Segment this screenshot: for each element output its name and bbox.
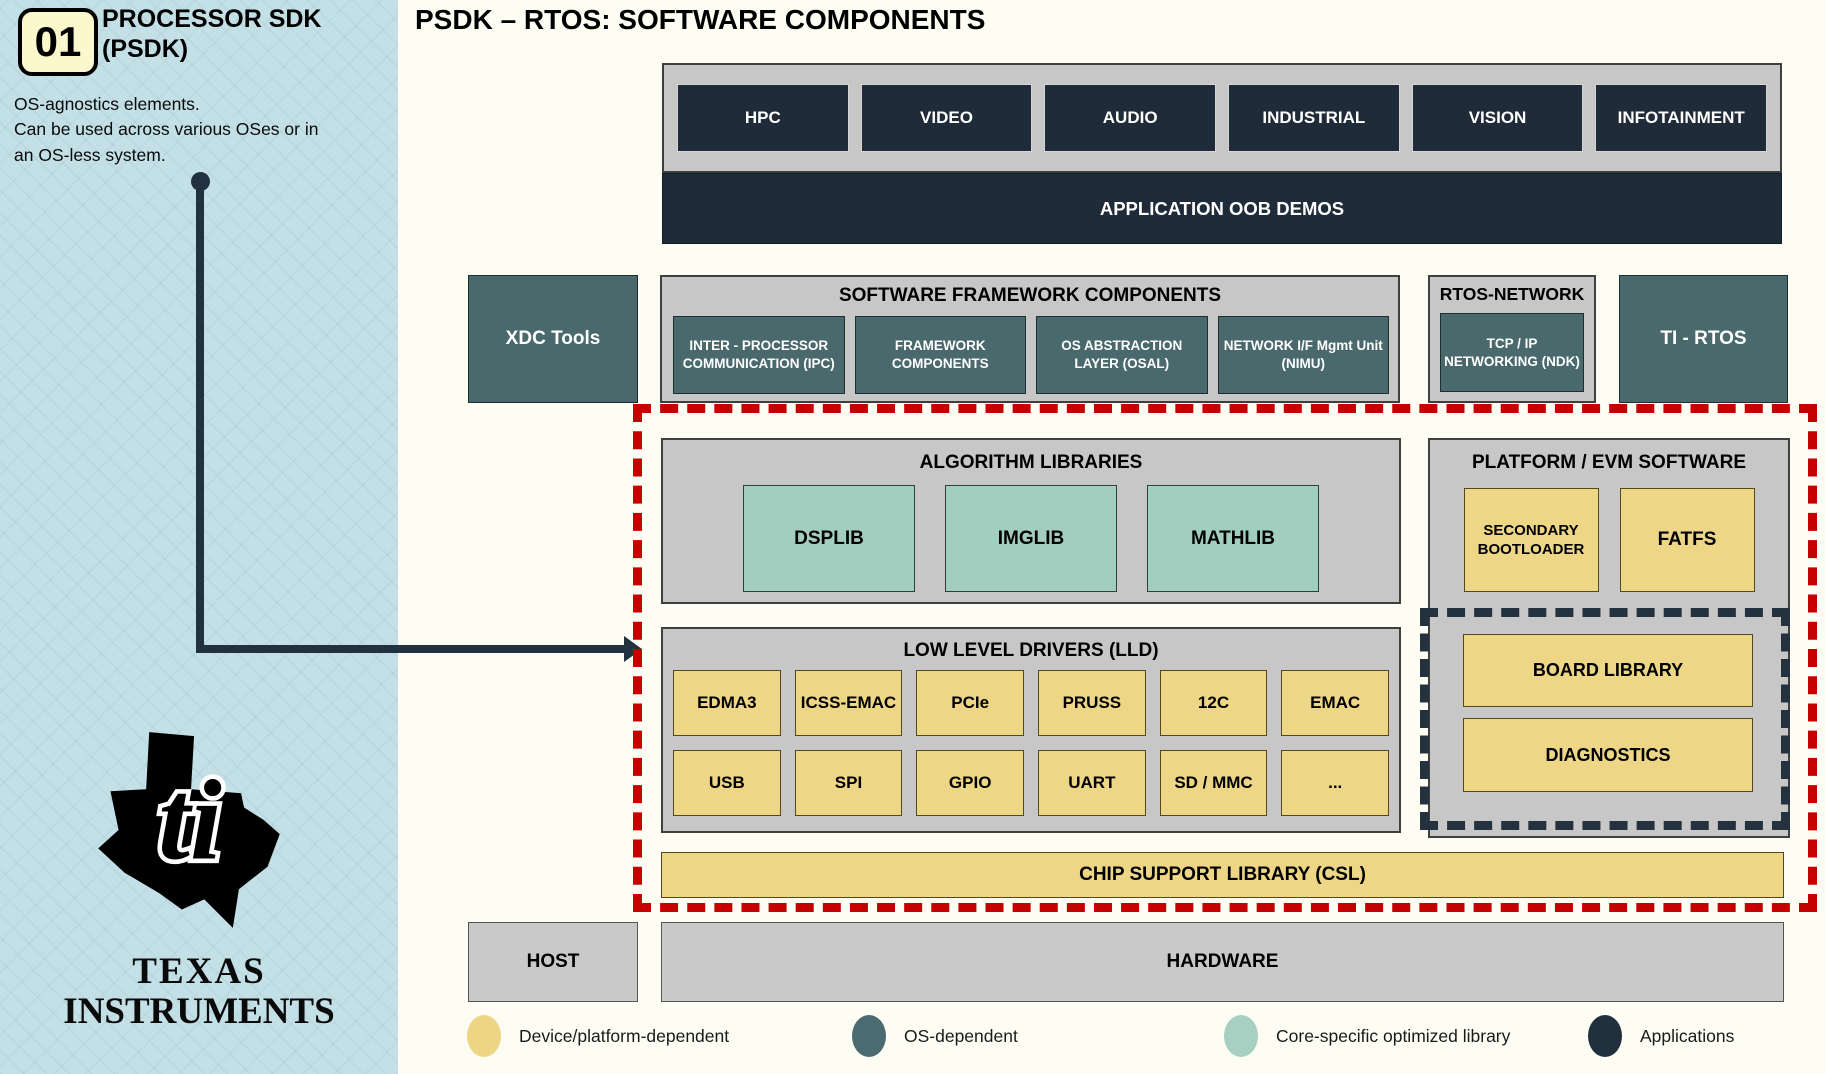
software-framework-title: SOFTWARE FRAMEWORK COMPONENTS xyxy=(838,285,1222,306)
ti-rtos-box: TI - RTOS xyxy=(1619,275,1788,403)
texas-map-shape xyxy=(98,732,280,928)
algorithm-libraries-title: ALGORITHM LIBRARIES xyxy=(919,452,1143,473)
sidebar-description: OS-agnostics elements. Can be used acros… xyxy=(14,92,344,168)
app-box-industrial: INDUSTRIAL xyxy=(1228,84,1400,152)
lld-row-2: USB SPI GPIO UART SD / MMC ... xyxy=(673,750,1390,816)
lld-box-usb: USB xyxy=(673,750,781,816)
lld-box-edma3: EDMA3 xyxy=(673,670,781,736)
rtos-network-title: RTOS-NETWORK xyxy=(1439,284,1585,304)
brand-texas: TEXAS xyxy=(132,951,266,992)
chip-support-library-bar: CHIP SUPPORT LIBRARY (CSL) xyxy=(661,852,1784,898)
legend-swatch-teal xyxy=(852,1015,886,1057)
platform-evm-row: SECONDARY BOOTLOADER FATFS xyxy=(1430,488,1788,592)
ndk-box: TCP / IP NETWORKING (NDK) xyxy=(1440,313,1584,392)
legend-swatch-green xyxy=(1224,1015,1258,1057)
legend-swatch-yellow xyxy=(467,1015,501,1057)
description-line: an OS-less system. xyxy=(14,144,166,165)
board-software-region-outline xyxy=(1420,608,1790,830)
connector-horizontal-line xyxy=(196,645,626,653)
box-diagnostics: DIAGNOSTICS xyxy=(1463,718,1753,792)
legend-item-device-dependent: Device/platform-dependent xyxy=(467,1012,729,1060)
software-framework-container: SOFTWARE FRAMEWORK COMPONENTS INTER - PR… xyxy=(660,275,1400,403)
legend-label: OS-dependent xyxy=(904,1025,1018,1046)
description-line: Can be used across various OSes or in xyxy=(14,119,319,140)
lld-box-icss-emac: ICSS-EMAC xyxy=(794,670,903,736)
lld-box-pcie: PCIe xyxy=(916,670,1025,736)
algorithm-libraries-container: ALGORITHM LIBRARIES DSPLIB IMGLIB MATHLI… xyxy=(661,438,1401,604)
app-box-hpc: HPC xyxy=(677,84,849,152)
legend-label: Device/platform-dependent xyxy=(519,1025,730,1046)
app-box-infotainment: INFOTAINMENT xyxy=(1595,84,1768,152)
app-box-vision: VISION xyxy=(1411,84,1584,152)
xdc-tools-box: XDC Tools xyxy=(468,275,638,403)
lld-box-gpio: GPIO xyxy=(916,750,1025,816)
lib-box-imglib: IMGLIB xyxy=(945,485,1117,592)
lld-box-sd-mmc: SD / MMC xyxy=(1159,750,1268,816)
application-oob-demos-bar: APPLICATION OOB DEMOS xyxy=(662,173,1782,244)
low-level-drivers-container: LOW LEVEL DRIVERS (LLD) EDMA3 ICSS-EMAC … xyxy=(661,627,1401,833)
host-box: HOST xyxy=(468,922,638,1002)
lib-box-mathlib: MATHLIB xyxy=(1147,485,1319,592)
legend-swatch-navy xyxy=(1588,1015,1622,1057)
lld-box-more: ... xyxy=(1281,750,1390,816)
framework-box-components: FRAMEWORK COMPONENTS xyxy=(854,316,1026,394)
lld-box-uart: UART xyxy=(1038,750,1146,816)
legend-label: Core-specific optimized library xyxy=(1276,1025,1511,1046)
brand-wordmark: TEXAS INSTRUMENTS xyxy=(0,952,398,1032)
framework-box-ipc: INTER - PROCESSOR COMMUNICATION (IPC) xyxy=(673,316,845,394)
legend-item-os-dependent: OS-dependent xyxy=(852,1012,1018,1060)
legend-label: Applications xyxy=(1640,1025,1735,1046)
algorithm-libraries-row: DSPLIB IMGLIB MATHLIB xyxy=(663,485,1399,592)
framework-box-osal: OS ABSTRACTION LAYER (OSAL) xyxy=(1036,316,1208,394)
legend-item-applications: Applications xyxy=(1588,1012,1734,1060)
app-box-video: VIDEO xyxy=(860,84,1033,152)
lld-row-1: EDMA3 ICSS-EMAC PCIe PRUSS 12C EMAC xyxy=(673,670,1390,736)
lld-box-12c: 12C xyxy=(1159,670,1268,736)
os-agnostic-region-outline xyxy=(633,404,1817,912)
lib-box-dsplib: DSPLIB xyxy=(743,485,915,592)
chapter-number-badge: 01 xyxy=(18,8,98,76)
software-framework-row: INTER - PROCESSOR COMMUNICATION (IPC) FR… xyxy=(673,316,1389,394)
hardware-bar: HARDWARE xyxy=(661,922,1784,1002)
texas-instruments-logo-icon: ti xyxy=(88,728,292,932)
svg-text:ti: ti xyxy=(158,757,222,884)
box-secondary-bootloader: SECONDARY BOOTLOADER xyxy=(1463,488,1599,592)
platform-evm-title: PLATFORM / EVM SOFTWARE xyxy=(1471,452,1747,473)
applications-container: HPC VIDEO AUDIO INDUSTRIAL VISION INFOTA… xyxy=(662,63,1782,173)
low-level-drivers-title: LOW LEVEL DRIVERS (LLD) xyxy=(903,640,1159,661)
lld-box-spi: SPI xyxy=(794,750,903,816)
box-fatfs: FATFS xyxy=(1619,488,1755,592)
page-title: PSDK – RTOS: SOFTWARE COMPONENTS xyxy=(415,4,986,35)
lld-box-emac: EMAC xyxy=(1281,670,1390,736)
lld-box-pruss: PRUSS xyxy=(1038,670,1146,736)
rtos-network-container: RTOS-NETWORK TCP / IP NETWORKING (NDK) xyxy=(1428,275,1596,403)
legend-item-core-specific: Core-specific optimized library xyxy=(1224,1012,1510,1060)
framework-box-nimu: NETWORK I/F Mgmt Unit (NIMU) xyxy=(1217,316,1389,394)
brand-instruments: INSTRUMENTS xyxy=(63,991,335,1032)
box-board-library: BOARD LIBRARY xyxy=(1463,634,1753,707)
sidebar-title: PROCESSOR SDK (PSDK) xyxy=(102,5,322,63)
app-box-audio: AUDIO xyxy=(1044,84,1217,152)
connector-vertical-line xyxy=(196,181,204,649)
description-line: OS-agnostics elements. xyxy=(14,94,200,114)
